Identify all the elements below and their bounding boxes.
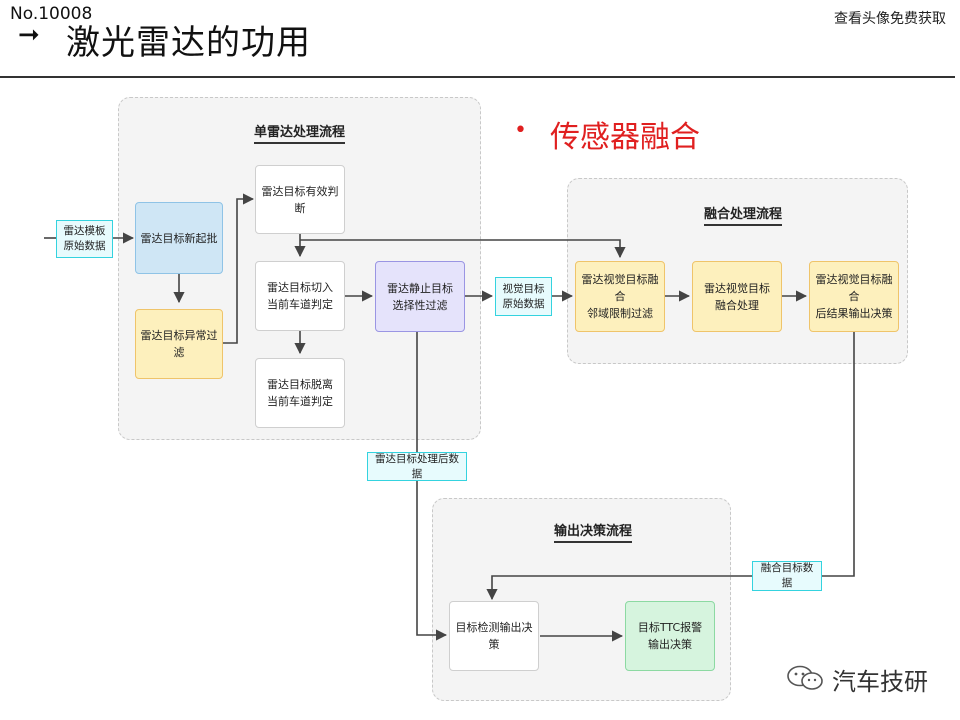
highlight-bullet: • bbox=[514, 118, 527, 143]
sensor-fusion-heading: 传感器融合 bbox=[550, 120, 700, 155]
title-divider bbox=[0, 76, 955, 78]
group-title-fusion: 融合处理流程 bbox=[704, 203, 783, 226]
title-arrow-icon: ➞ bbox=[18, 20, 40, 50]
node-vision-raw: 视觉目标 原始数据 bbox=[495, 277, 552, 316]
node-fusion-target-data: 融合目标数据 bbox=[752, 561, 822, 591]
watermark-text: 汽车技研 bbox=[832, 668, 928, 696]
edge-abnormal-valid bbox=[223, 193, 255, 344]
node-radar-new-batch: 雷达目标新起批 bbox=[135, 202, 223, 274]
node-fusion-process: 雷达视觉目标 融合处理 bbox=[692, 261, 782, 332]
node-target-detect-output: 目标检测输出决策 bbox=[449, 601, 539, 671]
group-title-output: 输出决策流程 bbox=[554, 520, 633, 543]
node-radar-abnormal-filter: 雷达目标异常过滤 bbox=[135, 309, 223, 379]
node-radar-valid-judge: 雷达目标有效判断 bbox=[255, 165, 345, 234]
wechat-icon bbox=[786, 664, 826, 696]
node-fusion-output-decision: 雷达视觉目标融合 后结果输出决策 bbox=[809, 261, 899, 332]
node-radar-static-filter: 雷达静止目标 选择性过滤 bbox=[375, 261, 465, 332]
edge-static-detect bbox=[416, 332, 448, 641]
edge-decision-detect bbox=[486, 332, 855, 601]
top-right-note: 查看头像免费获取 bbox=[834, 11, 946, 27]
group-title-single-radar: 单雷达处理流程 bbox=[254, 121, 346, 144]
node-radar-leave-lane: 雷达目标脱离 当前车道判定 bbox=[255, 358, 345, 428]
edge-valid-fusionfilter bbox=[300, 239, 626, 259]
document-number: No.10008 bbox=[10, 4, 93, 24]
node-radar-template-raw: 雷达模板 原始数据 bbox=[56, 220, 113, 258]
node-fusion-neighbor-filter: 雷达视觉目标融合 邻域限制过滤 bbox=[575, 261, 665, 332]
node-radar-cut-in: 雷达目标切入 当前车道判定 bbox=[255, 261, 345, 331]
page-title: 激光雷达的功用 bbox=[66, 23, 311, 63]
node-ttc-alarm: 目标TTC报警 输出决策 bbox=[625, 601, 715, 671]
node-radar-processed-data: 雷达目标处理后数据 bbox=[367, 452, 467, 481]
